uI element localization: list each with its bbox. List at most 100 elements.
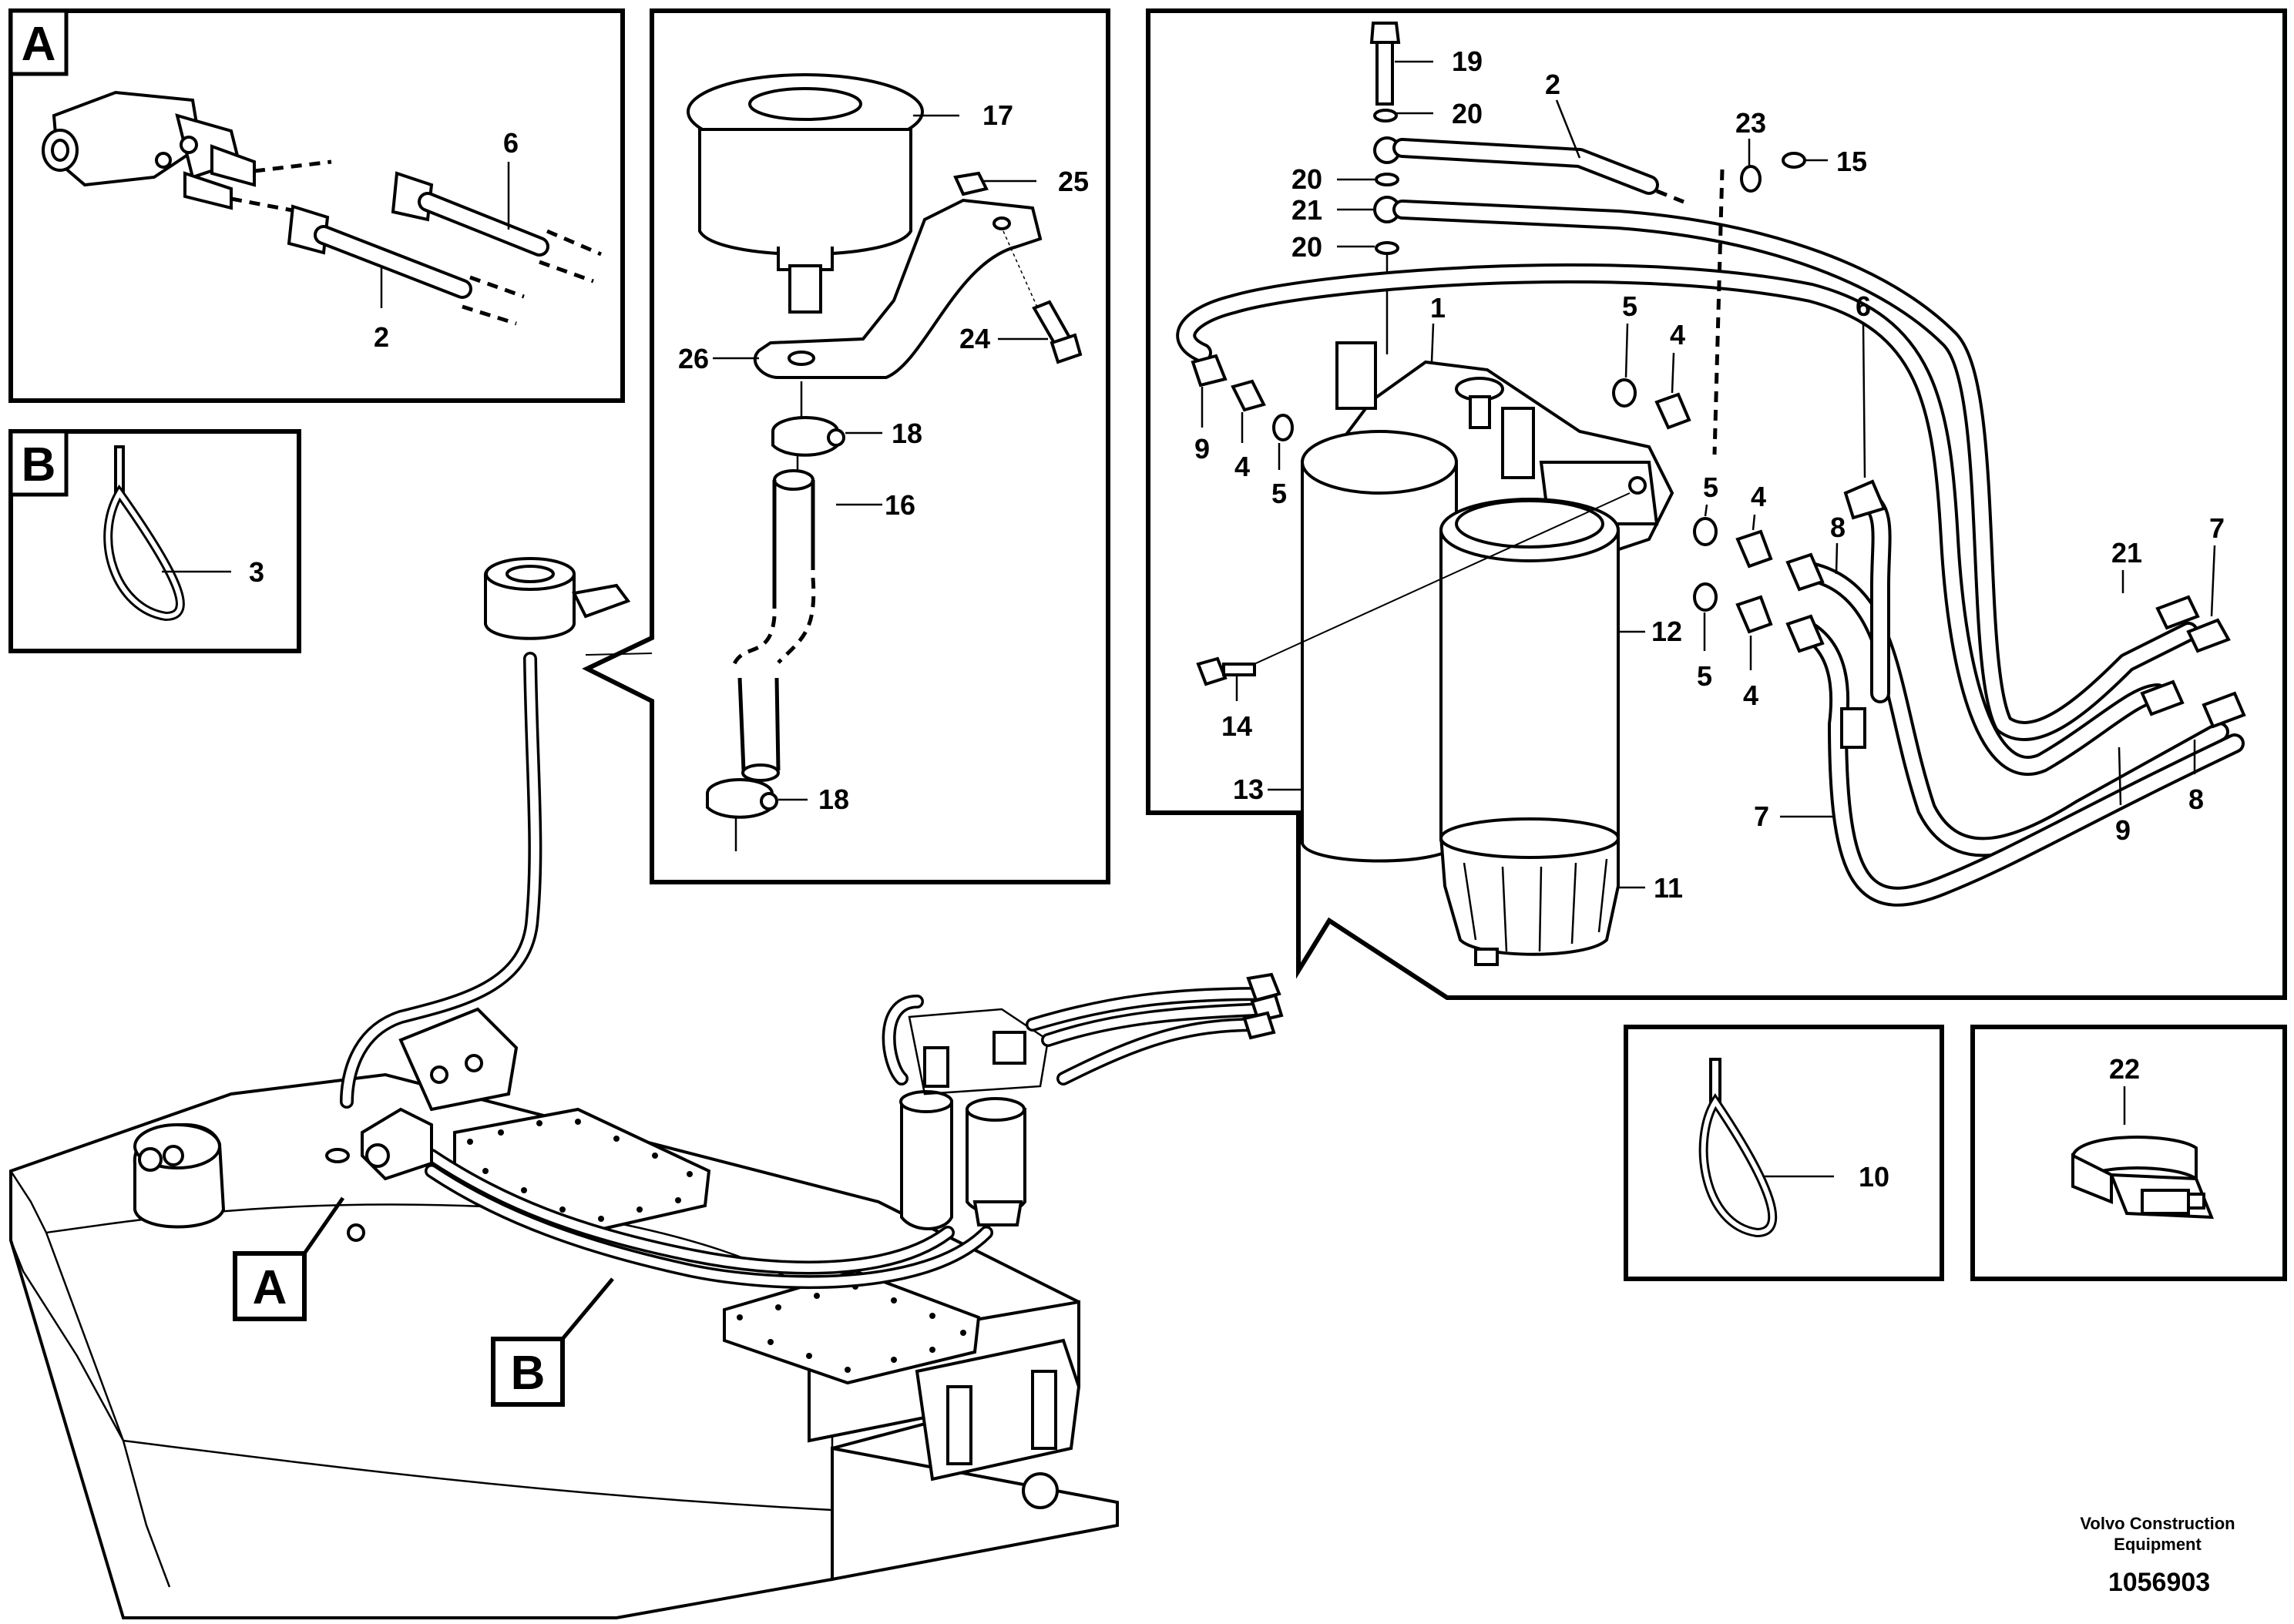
panel-cable-tie-10: 10 [1624,1025,1944,1281]
callout-25: 25 [1058,166,1089,197]
panel-breather: 17 26 25 24 18 [582,8,1110,884]
callout-4-left: 4 [1234,451,1250,482]
hose-end-fittings [1840,479,2246,749]
callout-4-top: 4 [1670,319,1685,351]
callout-7-bottom: 7 [1754,800,1769,832]
washer-5-mid [1693,517,1718,546]
callout-8-mid: 8 [1830,512,1846,543]
tank-breather-hose [340,652,542,1109]
washer-23 [1740,165,1762,193]
main-label-b-box [491,1337,565,1407]
washer-5-left [1272,414,1294,441]
callout-20-top: 20 [1452,98,1483,129]
rear-bracket [915,1338,1081,1509]
callout-11: 11 [1654,872,1683,904]
hose-clamp-18-bottom [706,778,778,819]
fitting-9-left [1191,354,1228,388]
filter-cartridge-13 [1301,430,1458,863]
fitting-8-mid [1785,552,1825,592]
bolt-14 [1196,656,1256,686]
callout-14: 14 [1221,710,1252,742]
callout-12: 12 [1651,616,1682,647]
brand-line-2: Equipment [2114,1535,2202,1554]
hose-21-filter [1392,200,2198,741]
callout-23: 23 [1735,107,1766,139]
bracket-26 [753,198,1043,379]
bolt-24 [1003,230,1083,364]
footer: Volvo Construction Equipment 1056903 [2080,1514,2235,1597]
mounting-block [398,1007,519,1112]
main-label-b: B [511,1347,546,1400]
breather-17 [687,73,924,314]
callout-7-right: 7 [2209,512,2225,544]
nut-25 [953,171,989,196]
callout-21-right: 21 [2111,537,2142,569]
filler-cap [133,1122,226,1229]
callout-13: 13 [1233,773,1264,805]
callout-19: 19 [1452,45,1483,77]
washer-5-top [1612,378,1637,408]
panel-b: B 3 [8,429,301,653]
tank-clamp-fitting [325,1107,433,1242]
callout-20-low: 20 [1291,231,1322,263]
hose-6-a [391,171,602,284]
washer-20-low [1375,241,1399,255]
callout-20-mid: 20 [1291,163,1322,195]
callout-8-right: 8 [2188,783,2204,815]
fitting-4-mid [1735,529,1773,569]
callout-17: 17 [982,99,1013,131]
callout-5-left: 5 [1271,478,1287,509]
panel-a: A 6 [8,8,625,403]
callout-9-left: 9 [1194,433,1210,465]
panel-clamp-22: 22 [1970,1025,2287,1281]
main-label-a: A [253,1261,287,1314]
callout-3: 3 [249,556,264,588]
tank-filter-assembly [899,1008,1050,1230]
band-clamp-22 [2071,1136,2215,1220]
bolt-19 [1369,22,1401,106]
callout-4-mid: 4 [1751,481,1766,512]
breather-on-tank [484,557,653,656]
hose-9-filter [1176,263,2168,776]
panel-a-letter: A [22,18,56,71]
callout-2-filter: 2 [1545,69,1560,100]
main-assembly: A B [9,557,1284,1619]
callout-6-a: 6 [503,127,519,159]
callout-18-bottom: 18 [818,783,849,815]
callout-6-filter: 6 [1856,290,1871,322]
panel-filter: 19 20 20 21 20 2 [1146,8,2287,1000]
callout-1: 1 [1430,292,1446,324]
brand-line-1: Volvo Construction [2080,1514,2235,1533]
dashed-guide-23 [1712,169,1725,455]
filter-cartridge-12 [1439,498,1620,841]
main-label-a-box [233,1251,307,1321]
callout-24: 24 [959,323,990,354]
callout-18-top: 18 [892,418,922,449]
clamp-fitting-a [42,90,256,210]
callout-5-top: 5 [1622,290,1637,322]
cable-tie-10 [1698,1058,1778,1238]
callout-26: 26 [678,343,709,374]
washer-5-low [1693,582,1718,612]
callout-21-top: 21 [1291,194,1322,226]
hose-2-a [287,204,525,326]
callout-22: 22 [2109,1053,2140,1085]
cable-tie-3 [103,445,185,622]
callout-5-low: 5 [1697,660,1712,692]
washer-20-top [1373,109,1398,122]
callout-15: 15 [1836,146,1867,177]
fitting-4-top [1654,392,1691,430]
hose-16 [730,469,816,782]
fitting-4-left [1231,379,1266,412]
hose-7-filter [1793,618,2245,907]
callout-9-right: 9 [2115,814,2131,846]
hose-clamp-18-top [771,416,845,457]
fitting-7-low [1785,614,1825,653]
washer-15 [1782,152,1806,169]
washer-20-mid [1375,173,1399,186]
callout-4-low: 4 [1743,679,1758,711]
fitting-4-low [1735,595,1773,634]
tank-fuel-lines [425,972,1284,1290]
